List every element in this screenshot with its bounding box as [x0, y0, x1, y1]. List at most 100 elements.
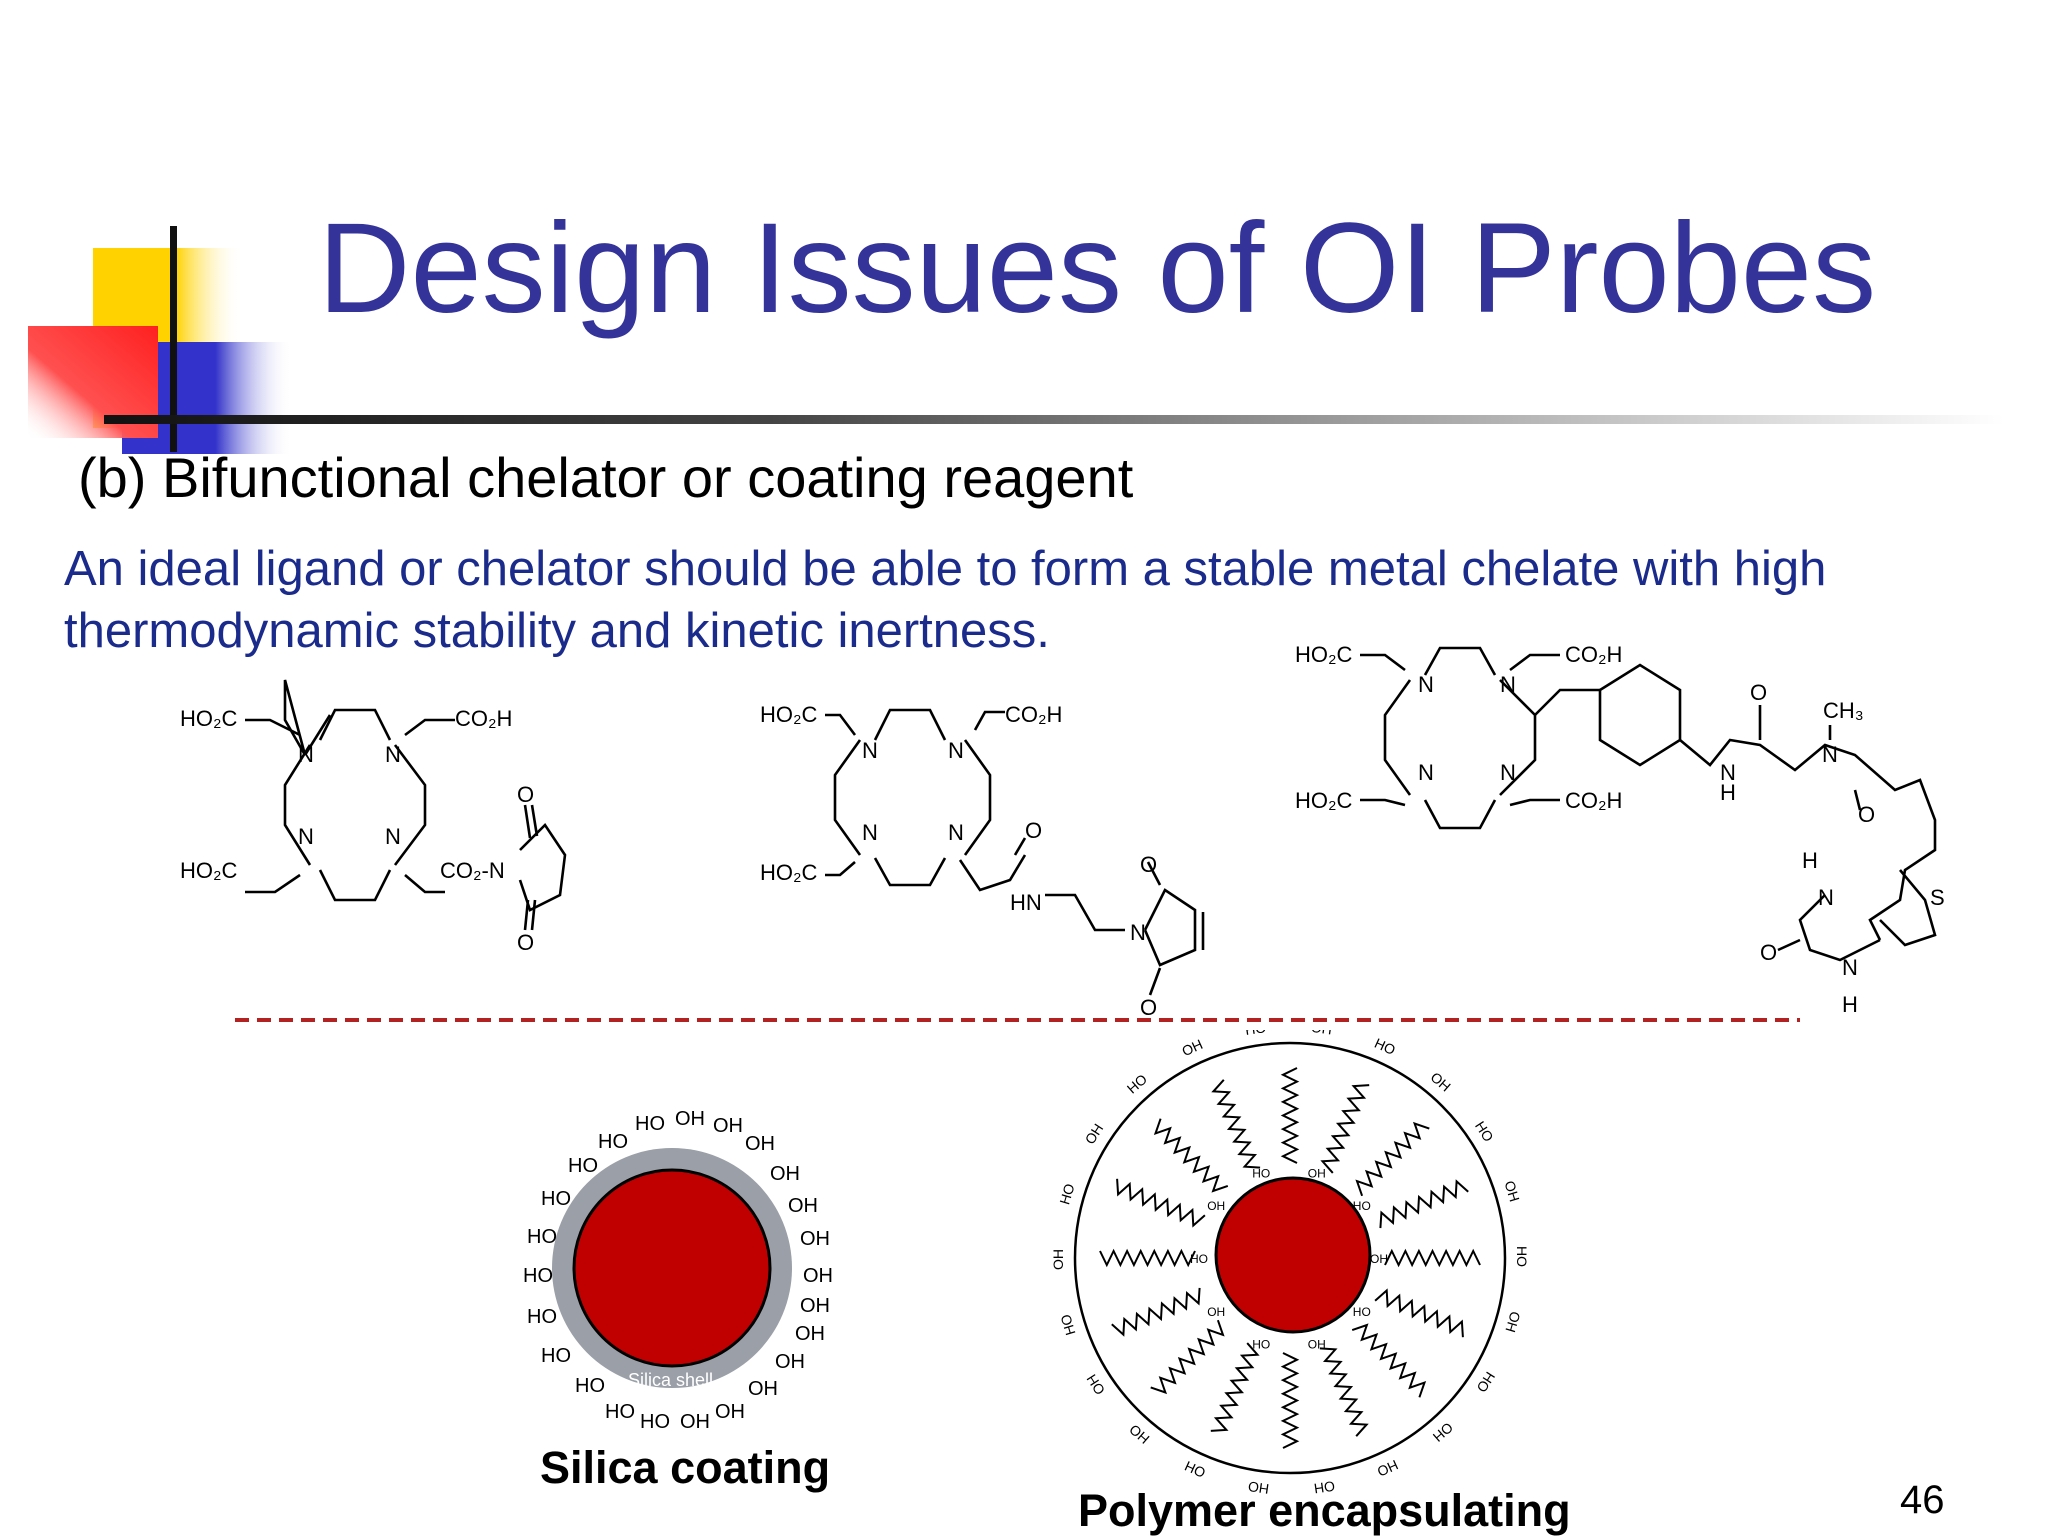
polymer-surface-oh: HO — [1056, 1182, 1077, 1207]
silica-particle: Silica shell HO HO HO HO HO HO HO HO HO … — [523, 1108, 833, 1433]
s1-n3: N — [298, 824, 314, 849]
silica-oh-4: OH — [715, 1401, 745, 1423]
polymer-chain — [1351, 1323, 1427, 1398]
silica-oh-9: OH — [788, 1195, 818, 1217]
polymer-surface-oh: OH — [1313, 1478, 1336, 1497]
page-number: 46 — [1900, 1478, 1945, 1522]
polymer-surface-oh: HO — [1124, 1071, 1150, 1097]
s2-co2h-top: CO₂H — [1005, 702, 1062, 727]
s2-o2: O — [1140, 852, 1157, 877]
polymer-chain — [1355, 1121, 1430, 1197]
s2-o1: O — [1025, 818, 1042, 843]
s3-n5: N — [1720, 760, 1736, 785]
polymer-chain — [1116, 1178, 1206, 1228]
polymer-inner-oh: HO — [1252, 1338, 1270, 1352]
polymer-inner-oh: OH — [1207, 1199, 1225, 1213]
polymer-chain — [1280, 1352, 1300, 1449]
s3-h1: H — [1720, 780, 1736, 805]
polymer-inner-oh: OH — [1308, 1338, 1326, 1352]
silica-ho-1: HO — [523, 1265, 553, 1287]
polymer-surface-oh: HO — [1057, 1312, 1078, 1337]
s1-ho2c-bottom: HO₂C — [180, 858, 238, 883]
s2-n4: N — [948, 820, 964, 845]
corner-decoration — [28, 226, 2004, 454]
s1-ho2c-top: HO₂C — [180, 706, 238, 731]
polymer-chain — [1384, 1248, 1481, 1268]
s3-h3: H — [1842, 992, 1858, 1017]
silica-ho-4: HO — [541, 1188, 571, 1210]
polymer-caption: Polymer encapsulating — [1078, 1485, 1571, 1536]
s3-o3: O — [1760, 940, 1777, 965]
structure-2-bonds — [825, 708, 1205, 996]
s2-ho2c-bottom: HO₂C — [760, 860, 818, 885]
s1-n2: N — [385, 742, 401, 767]
s3-co2h-top: CO₂H — [1565, 642, 1622, 667]
polymer-surface-oh: OH — [1083, 1372, 1108, 1398]
s3-n3: N — [1418, 760, 1434, 785]
polymer-surface-oh: OH — [1428, 1069, 1454, 1095]
polymer-chain — [1280, 1067, 1300, 1164]
polymer-chain — [1320, 1084, 1370, 1174]
silica-ho-11: HO — [640, 1411, 670, 1433]
polymer-chain — [1374, 1288, 1464, 1338]
slide-title: Design Issues of OI Probes — [318, 197, 1877, 340]
silica-oh-7: OH — [770, 1163, 800, 1185]
s3-s: S — [1930, 885, 1945, 910]
polymer-chain — [1379, 1179, 1469, 1229]
polymer-surface-oh: HO — [1244, 1030, 1267, 1038]
polymer-inner-oh: HO — [1190, 1252, 1208, 1266]
s3-ho2c-top: HO₂C — [1295, 642, 1353, 667]
s3-h2: H — [1802, 848, 1818, 873]
polymer-chain — [1210, 1342, 1260, 1432]
polymer-surface-oh: OH — [1182, 1458, 1208, 1481]
structure-1-bonds — [245, 679, 567, 931]
s3-n7: N — [1818, 885, 1834, 910]
silica-ho-10: HO — [635, 1113, 665, 1135]
polymer-surface-oh: HO — [1247, 1478, 1270, 1497]
polymer-surface-oh: OH — [1502, 1179, 1523, 1204]
polymer-surface-oh: HO — [1126, 1421, 1152, 1447]
silica-oh-8: OH — [775, 1351, 805, 1373]
s1-co2h-top: CO₂H — [455, 706, 512, 731]
silica-oh-3: OH — [713, 1115, 743, 1137]
polymer-surface-oh: OH — [1050, 1249, 1066, 1270]
slide-body-text: An ideal ligand or chelator should be ab… — [64, 542, 1827, 658]
silica-ho-5: HO — [541, 1345, 571, 1367]
silica-caption: Silica coating — [540, 1442, 831, 1493]
s3-o1: O — [1750, 680, 1767, 705]
polymer-chain — [1150, 1319, 1225, 1395]
polymer-inner-oh: OH — [1308, 1166, 1326, 1180]
silica-shell-label: Silica shell — [628, 1370, 713, 1390]
polymer-inner-oh: HO — [1353, 1305, 1371, 1319]
s1-n4: N — [385, 824, 401, 849]
silica-oh-12: OH — [803, 1265, 833, 1287]
s3-ch3: CH₃ — [1823, 698, 1864, 723]
silica-oh-6: OH — [748, 1378, 778, 1400]
polymer-surface-oh: OH — [1179, 1036, 1205, 1059]
polymer-surface-oh: OH — [1430, 1419, 1456, 1445]
s3-n4: N — [1500, 760, 1516, 785]
polymer-particle: HO OH HO OH HO OH HO OH HO OH HO OH HO OH HO OH HO OH HO OH… — [1050, 1030, 1530, 1497]
s2-ho2c-top: HO₂C — [760, 702, 818, 727]
nanoparticle-figures: Silica shell HO HO HO HO HO HO HO HO HO … — [523, 1030, 1530, 1497]
s2-n5: N — [1130, 920, 1146, 945]
s2-n2: N — [948, 738, 964, 763]
polymer-inner-oh: OH — [1370, 1252, 1388, 1266]
s2-n3: N — [862, 820, 878, 845]
structure-3-bonds — [1360, 646, 1937, 962]
silica-ho-3: HO — [527, 1306, 557, 1328]
polymer-surface-oh: HO — [1514, 1246, 1530, 1267]
polymer-surface-oh: HO — [1372, 1035, 1398, 1058]
silica-ho-8: HO — [598, 1131, 628, 1153]
s2-n1: N — [862, 738, 878, 763]
polymer-chains — [1099, 1067, 1481, 1449]
silica-oh-2: OH — [680, 1411, 710, 1433]
polymer-chain — [1211, 1079, 1261, 1169]
polymer-surface-oh: HO — [1472, 1118, 1497, 1144]
silica-oh-11: OH — [800, 1228, 830, 1250]
polymer-inner-oh: HO — [1353, 1199, 1371, 1213]
polymer-surface-oh: OH — [1502, 1310, 1523, 1335]
s2-o3: O — [1140, 995, 1157, 1020]
polymer-chain — [1099, 1248, 1196, 1268]
silica-ho-9: HO — [605, 1401, 635, 1423]
